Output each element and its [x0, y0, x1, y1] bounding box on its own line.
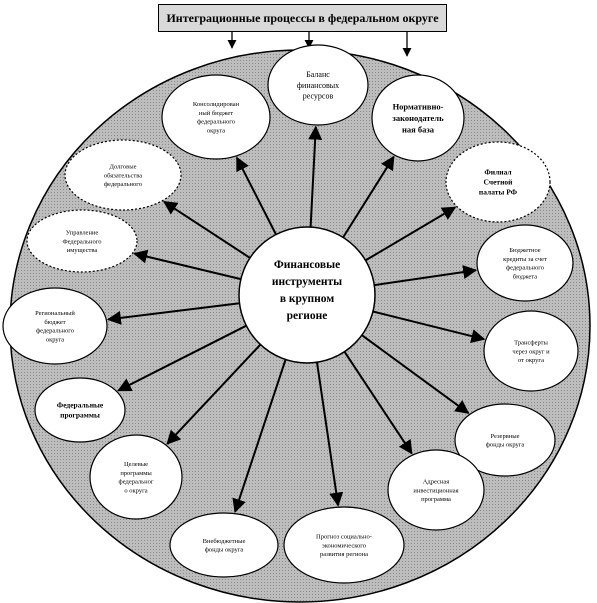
arrow-to-debt — [162, 200, 251, 259]
node-budget_mid-ellipse — [476, 224, 574, 302]
node-property-ellipse — [26, 209, 138, 273]
node-forecast-ellipse — [283, 506, 405, 584]
node-debt-ellipse — [64, 139, 182, 211]
node-consol-ellipse — [161, 74, 271, 160]
center-circle — [238, 226, 376, 364]
node-reserve-ellipse — [454, 403, 556, 477]
arrow-to-transfers — [372, 310, 486, 343]
node-normative-ellipse — [371, 74, 465, 162]
node-invest-ellipse — [387, 449, 485, 531]
arrow-to-budget_mid — [374, 265, 478, 287]
arrow-to-normative — [342, 155, 395, 238]
node-offbudget-ellipse — [169, 512, 279, 578]
node-regional-ellipse — [2, 287, 108, 365]
arrow-to-invest — [343, 351, 413, 455]
arrow-to-offbudget — [232, 359, 287, 514]
node-audit-ellipse — [445, 141, 551, 223]
arrow-to-federal — [117, 324, 247, 392]
arrow-to-target — [166, 343, 262, 445]
arrow-to-audit — [364, 206, 457, 262]
header-title: Интеграционные процессы в федеральном ок… — [158, 4, 447, 32]
node-transfers-ellipse — [483, 310, 579, 392]
node-target-ellipse — [89, 434, 183, 520]
arrow-to-regional — [106, 302, 240, 325]
arrow-to-reserve — [361, 334, 470, 414]
arrow-to-property — [133, 249, 242, 281]
outer-circle — [9, 49, 591, 603]
node-federal-ellipse — [34, 377, 126, 443]
arrow-to-balance — [308, 125, 323, 228]
arrow-to-forecast — [316, 362, 344, 507]
node-balance-ellipse — [267, 44, 369, 126]
arrow-to-consol — [236, 156, 277, 235]
